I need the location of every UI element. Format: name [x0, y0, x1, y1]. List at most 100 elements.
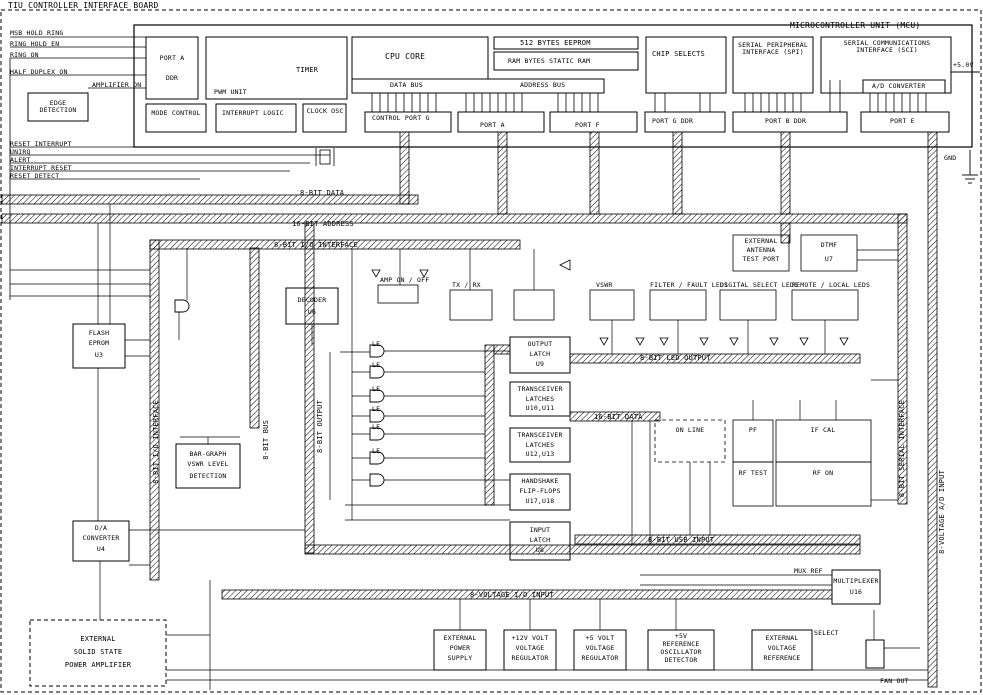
ext-power-label-1: EXTERNAL — [443, 634, 477, 642]
mode-control-label: MODE CONTROL — [151, 109, 201, 117]
transceiver-latch-1 — [509, 381, 571, 417]
input-signal-1: MSB HOLD RING — [10, 29, 64, 37]
output-latch-label-3: U9 — [535, 360, 545, 368]
bus8-label: 8-BIT BUS — [262, 420, 270, 460]
latch-le-4: LE — [372, 405, 381, 413]
ext-test-label-2: ANTENNA — [746, 246, 776, 254]
ext-ref-label-1: EXTERNAL — [765, 634, 799, 642]
u14-block — [865, 639, 885, 669]
output-latch-label-1: OUTPUT — [527, 340, 553, 348]
ext-power-block — [433, 629, 487, 671]
decoder-label-2: U6 — [307, 308, 317, 316]
ram-label: RAM BYTES STATIC RAM — [508, 57, 591, 65]
output-latch-block — [509, 336, 571, 374]
eeprom-block — [493, 36, 639, 50]
pwm-label: PWM UNIT — [214, 88, 247, 96]
osc-label-4: DETECTOR — [664, 656, 698, 664]
led-group-3: VSWR — [596, 281, 613, 289]
handshake-label-3: U17,U18 — [525, 497, 555, 505]
port-a-bus-label: PORT A — [480, 121, 505, 129]
input-signal-5: AMPLIFIER ON — [92, 81, 142, 89]
clock-osc-label: CLOCK OSC — [306, 107, 344, 115]
hatched-buses — [1, 131, 938, 688]
data-bus-label: DATA BUS — [390, 81, 423, 89]
select-label: SELECT — [814, 629, 839, 637]
trans-latch1-label-1: TRANSCEIVER — [517, 385, 563, 393]
reg-5-block — [573, 629, 627, 671]
osc-label-3: OSCILLATOR — [660, 648, 702, 656]
led-group-6: REMOTE / LOCAL LEDS — [792, 281, 871, 289]
port-e — [860, 111, 950, 133]
multiplexer-block — [831, 569, 881, 605]
port-g-ddr-label: PORT G DDR — [652, 117, 694, 125]
ext-power-label-3: SUPPLY — [447, 654, 473, 662]
port-a-label: PORT A — [159, 54, 185, 62]
bar-graph-label-1: BAR-GRAPH — [189, 450, 227, 458]
left-signal-1: RESET INTERRUPT — [10, 140, 72, 148]
mux-ref-label: MUX REF — [794, 567, 823, 575]
external-amp-block — [29, 619, 167, 687]
mode-control-block — [145, 103, 207, 133]
triangle-symbols — [371, 259, 849, 346]
port-control-label: CONTROL PORT G — [372, 114, 430, 122]
port-g-ddr — [644, 111, 726, 133]
spi-block — [732, 36, 814, 94]
led-group-4: FILTER / FAULT LEDS — [650, 281, 729, 289]
left-signal-5: RESET DETECT — [10, 172, 60, 180]
input-latch-block — [509, 521, 571, 561]
data16-label: 16-BIT DATA — [594, 413, 643, 421]
board-title: TIU CONTROLLER INTERFACE BOARD — [8, 1, 159, 10]
gnd-label: GND — [944, 154, 957, 162]
trans-latch2-label-1: TRANSCEIVER — [517, 431, 563, 439]
crystal-symbol — [315, 148, 335, 166]
reg12-label-1: +12V VOLT — [511, 634, 549, 642]
clock-osc-block — [302, 103, 347, 133]
address-bus-label: ADDRESS BUS — [520, 81, 566, 89]
ground-symbol — [951, 71, 980, 184]
right-wires — [459, 379, 920, 649]
reg12-label-2: VOLTAGE — [515, 644, 545, 652]
led-group-2: TX / RX — [452, 281, 481, 289]
gate-wires — [97, 204, 928, 690]
data8-bus-label: 8-BIT DATA — [300, 189, 345, 197]
handshake-label-2: FLIP-FLOPS — [519, 487, 561, 495]
switch-label-3: IF CAL — [810, 426, 836, 434]
flash-eprom-block — [72, 323, 126, 369]
io8-bus-label: 8-BIT I/O INTERFACE — [274, 241, 358, 249]
eeprom-label: 512 BYTES EEPROM — [520, 39, 591, 47]
ext-ref-label-2: VOLTAGE — [767, 644, 797, 652]
trans-latch1-label-3: U10,U11 — [525, 404, 555, 412]
usb-input-label: 8-BIT USB INPUT — [648, 536, 715, 544]
trans-latch2-label-2: LATCHES — [525, 441, 555, 449]
serial-label: 8-BIT SERIAL INTERFACE — [898, 400, 906, 498]
ext-amp-label-1: EXTERNAL — [80, 635, 116, 643]
left-signal-4: INTERRUPT RESET — [10, 164, 72, 172]
trans-latch2-label-3: U12,U13 — [525, 450, 555, 458]
input-signal-2: RING HOLD EN — [10, 40, 60, 48]
latch-le-3: LE — [372, 385, 381, 393]
reg12-label-3: REGULATOR — [511, 654, 549, 662]
left-signal-3: ALERT — [10, 156, 31, 164]
osc-label-1: +5V — [674, 632, 688, 640]
sci-label: SERIAL COMMUNICATIONS INTERFACE (SCI) — [843, 39, 931, 54]
trans-latch1-label-2: LATCHES — [525, 395, 555, 403]
ext-amp-label-3: POWER AMPLIFIER — [64, 661, 132, 669]
ext-test-label-3: TEST PORT — [742, 255, 780, 263]
reg5-label-2: VOLTAGE — [585, 644, 615, 652]
mcu-title: MICROCONTROLLER UNIT (MCU) — [790, 21, 921, 30]
latch-le-2: LE — [372, 361, 381, 369]
reg5-label-1: +5 VOLT — [585, 634, 615, 642]
latch-le-5: LE — [372, 423, 381, 431]
timer-label: TIMER — [296, 66, 319, 74]
addr16-bus-label: 16-BIT ADDRESS — [292, 220, 354, 228]
io8-vertical-label: 8-BIT I/O INTERFACE — [152, 400, 160, 484]
mux-label-2: U16 — [849, 588, 863, 596]
interrupt-logic-block — [215, 103, 297, 133]
adc-block — [862, 79, 946, 94]
switch-label-2: PF — [748, 426, 758, 434]
voltage-io-label: 8-VOLTAGE I/O INPUT — [470, 591, 554, 599]
port-pins — [371, 80, 927, 112]
edge-detection-block — [27, 92, 89, 122]
mcu-frame — [133, 24, 973, 148]
ext-ref-label-3: REFERENCE — [763, 654, 801, 662]
